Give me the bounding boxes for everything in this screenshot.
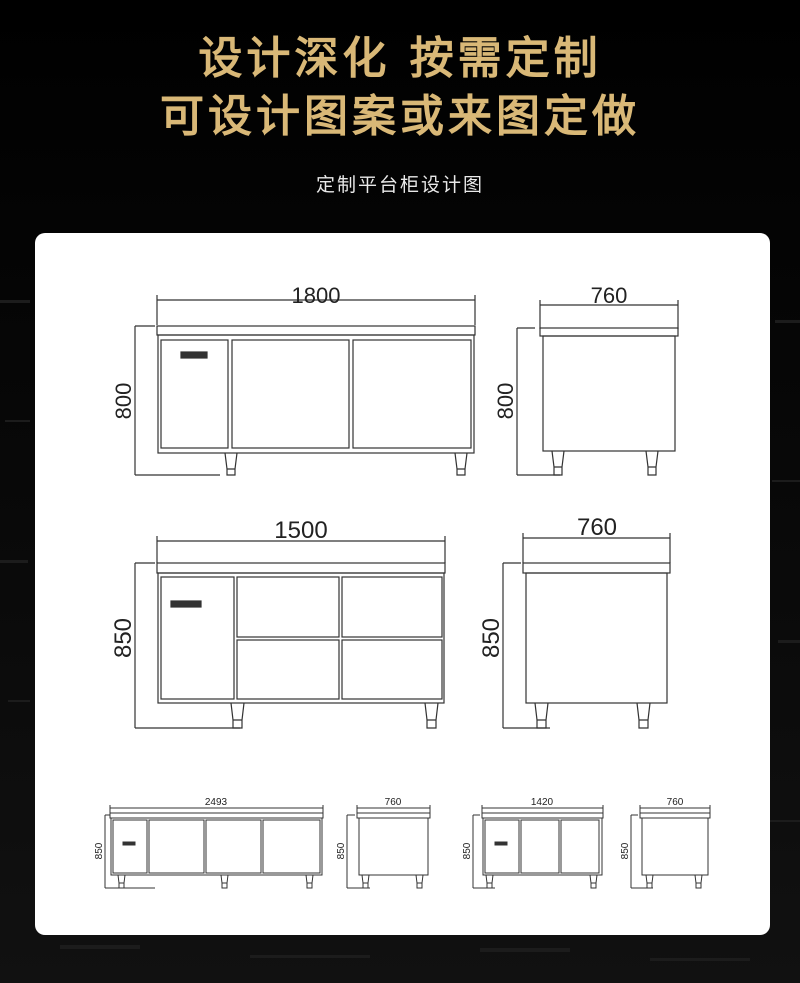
dim-1800-side-depth: 760 [591, 283, 628, 308]
cabinet-2493-front [104, 805, 324, 889]
dim-1500-side-height: 850 [478, 618, 505, 658]
cabinet-1500-side [502, 533, 671, 729]
drawing-card: 1800 800 760 800 1500 850 760 850 2493 8… [35, 233, 770, 935]
dim-1420-side-height: 850 [620, 842, 631, 859]
dim-1800-side-height: 800 [493, 383, 518, 420]
dim-1800-width: 1800 [292, 283, 341, 308]
dim-1500-side-depth: 760 [577, 514, 617, 541]
dim-1500-width: 1500 [274, 517, 327, 544]
dim-2493-side-height: 850 [336, 842, 347, 859]
design-drawing: 1800 800 760 800 1500 850 760 850 2493 8… [94, 283, 711, 889]
subtitle: 定制平台柜设计图 [315, 174, 484, 196]
dim-1800-height: 800 [111, 383, 136, 420]
cabinet-2493-side [346, 805, 431, 889]
headline-line-1: 设计深化 按需定制 [198, 33, 602, 84]
cabinet-1800-front [134, 295, 476, 476]
dim-2493-width: 2493 [205, 797, 228, 808]
dim-2493-side-depth: 760 [385, 797, 402, 808]
dim-2493-height: 850 [94, 842, 105, 859]
headline-line-2: 可设计图案或来图定做 [160, 91, 640, 142]
dim-1420-height: 850 [462, 842, 473, 859]
cabinet-1420-front [472, 805, 604, 889]
cabinet-1800-side [516, 300, 679, 476]
dim-1420-width: 1420 [531, 797, 554, 808]
dim-1420-side-depth: 760 [667, 797, 684, 808]
cabinet-1500-front [134, 536, 446, 729]
dim-1500-height: 850 [110, 618, 137, 658]
cabinet-1420-side [630, 805, 711, 889]
